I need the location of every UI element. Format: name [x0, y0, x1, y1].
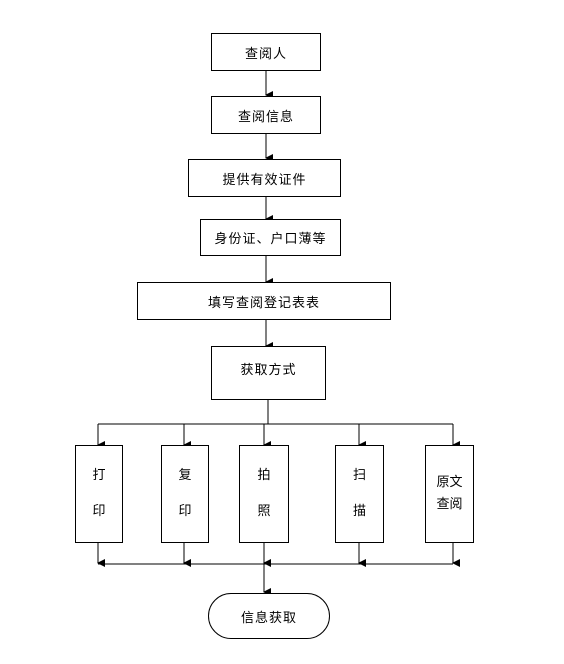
method-print-line2: 印 — [92, 504, 106, 519]
method-print: 打 印 — [75, 445, 123, 543]
step-fill-form: 填写查阅登记表表 — [137, 282, 391, 320]
method-print-line1: 打 — [92, 468, 106, 483]
step-reader: 查阅人 — [211, 33, 321, 71]
method-photo-line2: 照 — [257, 504, 271, 519]
method-photo-line1: 拍 — [257, 468, 271, 483]
method-copy-line2: 印 — [178, 504, 192, 519]
step-query-info: 查阅信息 — [211, 96, 321, 134]
method-original-view: 原文 查阅 — [425, 445, 474, 543]
method-copy-line1: 复 — [178, 468, 192, 483]
method-scan-line1: 扫 — [352, 468, 366, 483]
step-id-documents: 身份证、户口薄等 — [200, 219, 341, 256]
method-copy: 复 印 — [161, 445, 209, 543]
method-scan: 扫 描 — [335, 445, 384, 543]
method-original-line2: 查阅 — [436, 497, 463, 512]
step-provide-id: 提供有效证件 — [188, 159, 341, 197]
method-original-line1: 原文 — [436, 475, 463, 490]
method-scan-line2: 描 — [352, 504, 366, 519]
step-access-method: 获取方式 — [211, 346, 326, 400]
method-photo: 拍 照 — [239, 445, 289, 543]
end-info-obtained: 信息获取 — [208, 593, 330, 639]
